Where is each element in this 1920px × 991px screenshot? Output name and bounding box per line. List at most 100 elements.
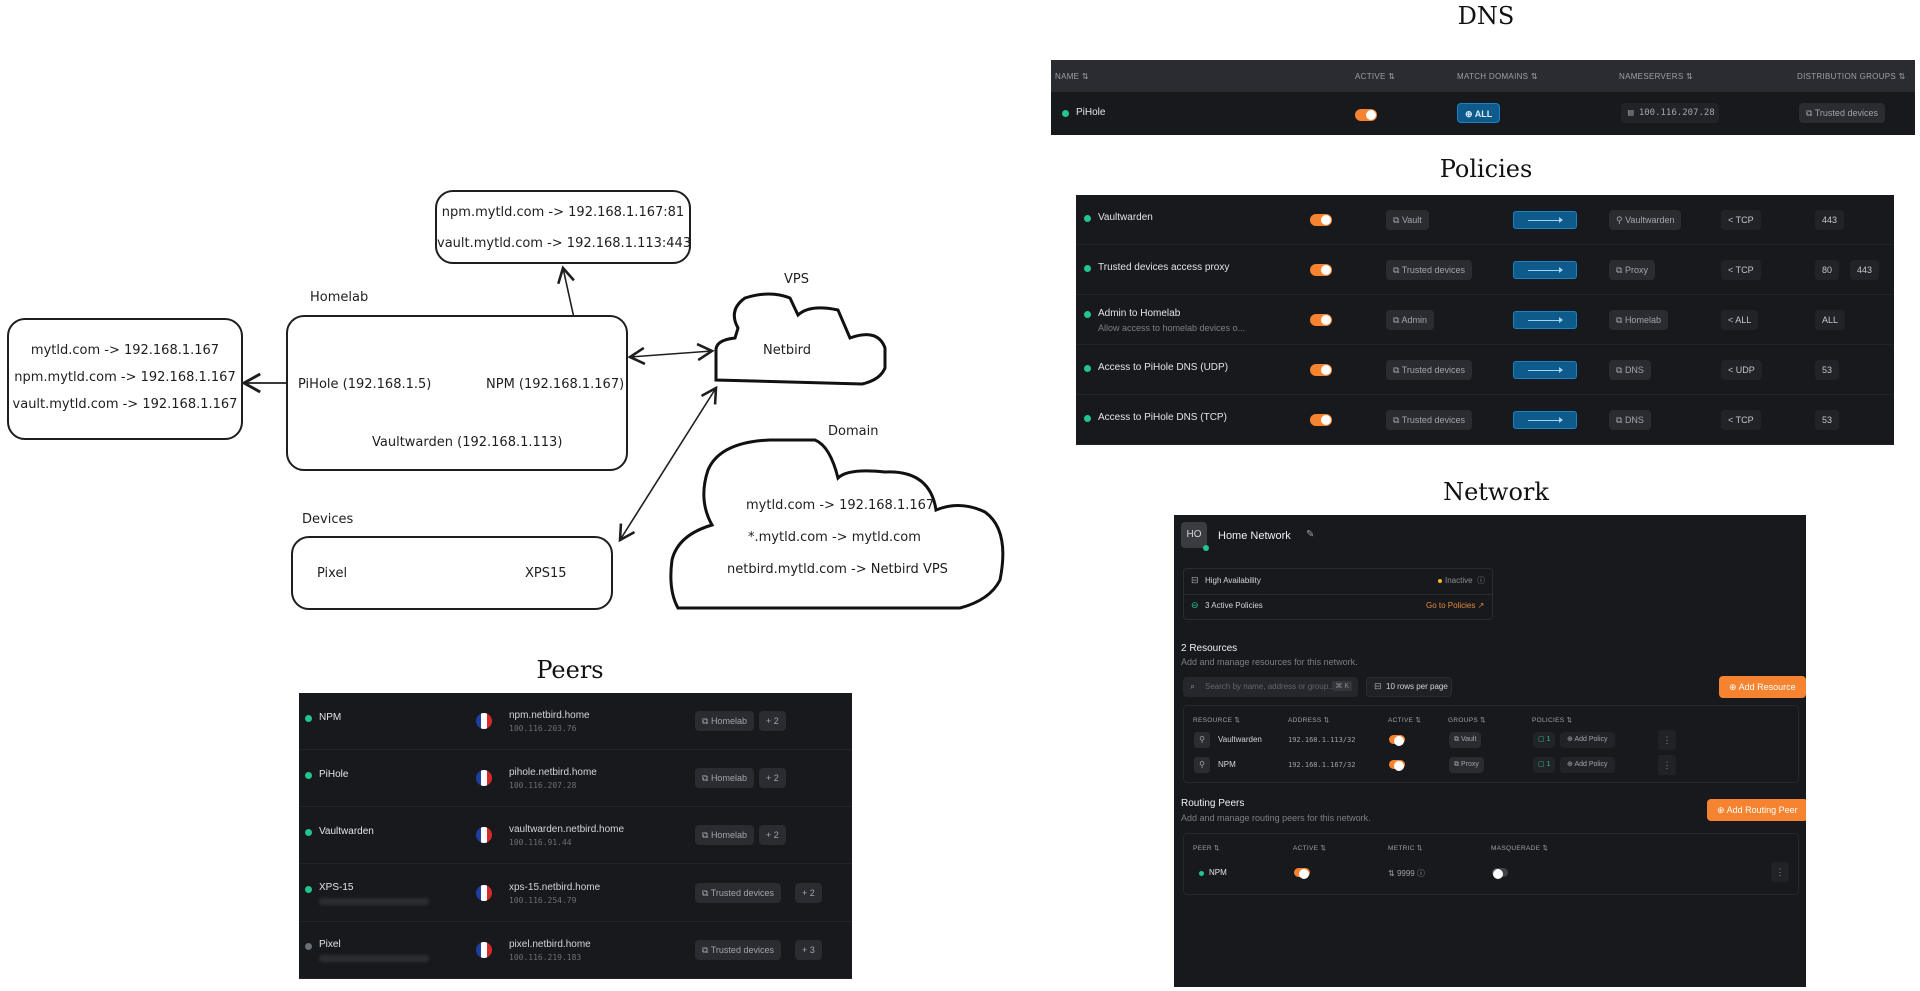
resource-policy-count[interactable]: ▢ 1 (1533, 732, 1556, 748)
peer-group-chip[interactable]: ⧉ Homelab (695, 825, 754, 846)
peer-groups-more-chip[interactable]: + 3 (795, 939, 822, 960)
column-header-name[interactable]: NAME ⇅ (1055, 72, 1089, 81)
peer-groups-more-chip[interactable]: + 2 (759, 768, 786, 789)
domain-title: Domain (828, 424, 879, 439)
routing-peer-row[interactable]: NPM ⇅ 9999 ⓘ ⋮ (1184, 858, 1798, 892)
column-header-address[interactable]: ADDRESS ⇅ (1288, 717, 1330, 724)
plus-circle-icon: ⊕ (1567, 736, 1575, 743)
peer-groups-more-chip[interactable]: + 2 (759, 825, 786, 846)
policy-port-chip: 443 (1815, 210, 1845, 230)
policy-port-chip: 443 (1850, 260, 1880, 280)
peer-name: XPS-15 (319, 881, 354, 893)
routing-peers-subheading: Add and manage routing peers for this ne… (1181, 813, 1371, 823)
france-flag-icon (476, 713, 492, 729)
resource-active-toggle[interactable] (1389, 735, 1405, 746)
peer-group-chip[interactable]: ⧉ Homelab (695, 711, 754, 731)
dns-row[interactable]: PiHole ⊕ ALL ▤ 100.116.207.28 ⧉ Trusted … (1051, 92, 1915, 135)
column-header-metric[interactable]: METRIC ⇅ (1388, 845, 1423, 852)
rows-per-page-select[interactable]: ⊟ 10 rows per page ⌄ (1366, 677, 1452, 697)
peer-group-chip[interactable]: ⧉ Homelab (695, 768, 754, 789)
peer-groups-more-chip[interactable]: + 2 (759, 711, 786, 731)
add-resource-button[interactable]: ⊕ Add Resource (1719, 676, 1806, 698)
policy-direction-arrow-icon[interactable] (1513, 361, 1577, 379)
status-online-icon (1084, 265, 1091, 272)
resources-heading: 2 Resources (1181, 643, 1238, 654)
add-policy-button[interactable]: ⊕ Add Policy (1560, 732, 1615, 748)
metric-value: ⇅ 9999 ⓘ (1388, 869, 1425, 878)
peer-group-chip[interactable]: ⧉ Trusted devices (695, 882, 781, 903)
policy-active-toggle[interactable] (1310, 314, 1332, 326)
group-icon: ⧉ (1393, 365, 1402, 375)
column-header-groups[interactable]: GROUPS ⇅ (1448, 717, 1486, 724)
edit-network-icon[interactable]: ✎ (1306, 529, 1315, 540)
masquerade-toggle[interactable] (1492, 868, 1508, 879)
rows-per-page-value: 10 rows per page (1386, 682, 1448, 691)
more-options-button[interactable]: ⋮ (1658, 755, 1676, 775)
match-domains-all-badge: ⊕ ALL (1457, 103, 1501, 123)
shield-icon: ▢ (1538, 736, 1547, 743)
column-header-masquerade[interactable]: MASQUERADE ⇅ (1491, 845, 1549, 852)
policy-direction-arrow-icon[interactable] (1513, 261, 1577, 279)
policy-active-toggle[interactable] (1310, 414, 1332, 426)
column-header-resource[interactable]: RESOURCE ⇅ (1193, 717, 1241, 724)
resource-active-toggle[interactable] (1389, 760, 1405, 771)
peer-groups-more-chip[interactable]: + 2 (795, 882, 822, 903)
resource-search-input[interactable]: ⌕ Search by name, address or group... ⌘ … (1183, 677, 1358, 697)
group-icon: ⧉ (1616, 415, 1625, 425)
policy-direction-arrow-icon[interactable] (1513, 311, 1577, 329)
go-to-policies-link[interactable]: Go to Policies ↗ (1426, 601, 1485, 610)
column-header-distribution-groups[interactable]: DISTRIBUTION GROUPS ⇅ (1797, 72, 1906, 81)
status-offline-icon (305, 942, 312, 950)
column-header-active[interactable]: ACTIVE ⇅ (1293, 845, 1327, 852)
dns-active-toggle[interactable] (1355, 109, 1377, 121)
policy-row[interactable]: Trusted devices access proxy⧉ Trusted de… (1076, 245, 1894, 295)
policy-active-toggle[interactable] (1310, 364, 1332, 376)
column-header-match-domains[interactable]: MATCH DOMAINS ⇅ (1457, 72, 1538, 81)
policy-active-toggle[interactable] (1310, 264, 1332, 276)
group-icon: ⧉ (1454, 736, 1461, 743)
dns-name: PiHole (1076, 107, 1106, 118)
resource-policy-count[interactable]: ▢ 1 (1533, 757, 1556, 773)
routing-peer-name: NPM (1209, 868, 1227, 877)
status-online-icon (1084, 311, 1091, 318)
policy-row[interactable]: Access to PiHole DNS (TCP)⧉ Trusted devi… (1076, 395, 1894, 445)
policy-destination-chip: ⧉ DNS (1609, 410, 1651, 430)
policy-direction-arrow-icon[interactable] (1513, 211, 1577, 229)
group-icon: ⧉ (1393, 265, 1402, 275)
network-summary-card: ⊟ High Availability Inactive ⓘ ⊖ 3 Activ… (1183, 568, 1493, 620)
domain-record-line: mytld.com -> 192.168.1.167 (746, 498, 935, 513)
policy-direction-arrow-icon[interactable] (1513, 411, 1577, 429)
domain-record-line: netbird.mytld.com -> Netbird VPS (727, 562, 948, 577)
column-header-peer[interactable]: PEER ⇅ (1193, 845, 1220, 852)
policy-active-toggle[interactable] (1310, 214, 1332, 226)
routing-peer-active-toggle[interactable] (1294, 868, 1310, 879)
policy-destination-chip: ⧉ Proxy (1609, 260, 1655, 280)
column-header-nameservers[interactable]: NAMESERVERS ⇅ (1619, 72, 1694, 81)
column-header-active[interactable]: ACTIVE ⇅ (1355, 72, 1396, 81)
peer-hostname: pihole.netbird.home (509, 767, 597, 779)
more-options-button[interactable]: ⋮ (1771, 862, 1789, 882)
peer-group-chip[interactable]: ⧉ Trusted devices (695, 939, 781, 960)
more-options-button[interactable]: ⋮ (1658, 730, 1676, 750)
policy-name: Trusted devices access proxy (1098, 262, 1230, 273)
add-policy-button[interactable]: ⊕ Add Policy (1560, 757, 1615, 773)
column-header-active[interactable]: ACTIVE ⇅ (1388, 717, 1422, 724)
column-header-policies[interactable]: POLICIES ⇅ (1532, 717, 1573, 724)
pihole-dns-records-box: mytld.com -> 192.168.1.167 npm.mytld.com… (7, 318, 243, 440)
dns-record-line: vault.mytld.com -> 192.168.1.167 (12, 397, 238, 412)
policy-row[interactable]: Access to PiHole DNS (UDP)⧉ Trusted devi… (1076, 345, 1894, 395)
keyboard-shortcut-badge: ⌘ K (1332, 681, 1352, 691)
group-icon: ⧉ (702, 773, 711, 784)
add-routing-peer-button[interactable]: ⊕ Add Routing Peer (1707, 799, 1806, 821)
info-icon[interactable]: ⓘ (1477, 576, 1485, 585)
